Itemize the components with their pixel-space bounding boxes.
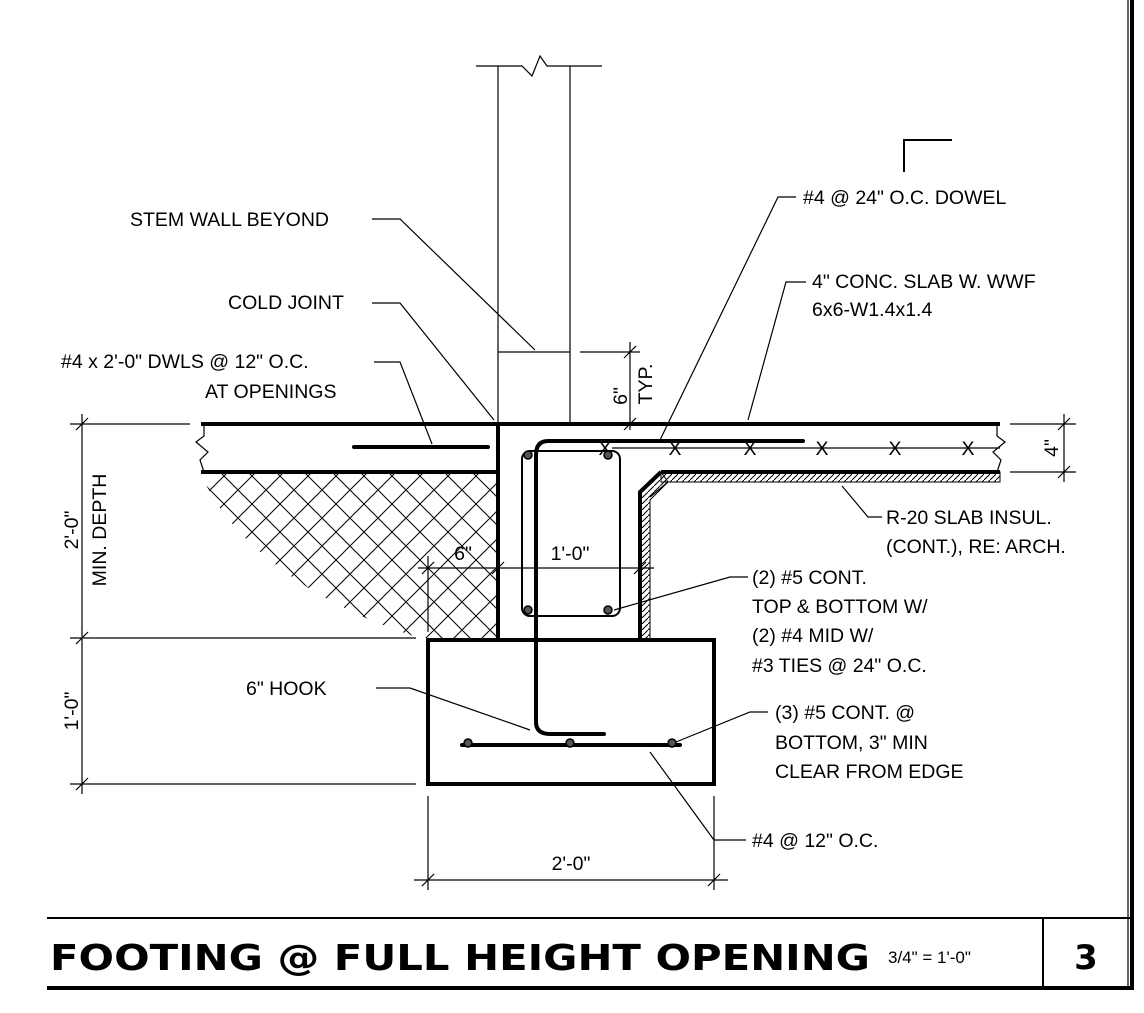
dim-typ: TYP. [635, 364, 657, 405]
callout-cont5-line2: TOP & BOTTOM W/ [752, 596, 928, 618]
dimensions [70, 342, 1076, 890]
wwf-mark: X [961, 438, 974, 460]
dim-typ-6: 6" [610, 387, 632, 405]
dim-grade-beam-1-0: 1'-0" [551, 543, 590, 565]
wwf-mark: X [743, 438, 756, 460]
dim-footing-width: 2'-0" [552, 853, 591, 875]
grade-beam-rebar [521, 439, 805, 736]
sheet-border [47, 0, 1134, 990]
concrete-slab: X X X X X X [195, 422, 1006, 474]
callout-bottom-line1: (3) #5 CONT. @ [775, 702, 915, 724]
dim-depth-2-0: 2'-0" [61, 511, 83, 550]
stem-wall-beyond [476, 54, 602, 422]
callout-slab-line1: 4" CONC. SLAB W. WWF [812, 271, 1036, 293]
dim-slab-4: 4" [1041, 439, 1063, 457]
dim-min-depth: MIN. DEPTH [89, 474, 111, 587]
wwf-mark: X [815, 438, 828, 460]
callout-cold-joint: COLD JOINT [228, 292, 344, 314]
callout-insul-line2: (CONT.), RE: ARCH. [886, 536, 1066, 558]
soil-hatch [201, 474, 496, 638]
section-mark [903, 139, 952, 172]
callout-cont5-line3: (2) #4 MID W/ [752, 625, 874, 647]
dim-offset-6: 6" [454, 543, 472, 565]
callout-bottom-line3: CLEAR FROM EDGE [775, 761, 964, 783]
detail-number: 3 [1074, 938, 1098, 978]
callout-stem-wall: STEM WALL BEYOND [130, 209, 329, 231]
callout-insul-line1: R-20 SLAB INSUL. [886, 507, 1052, 529]
callout-bars-12: #4 @ 12" O.C. [752, 830, 878, 852]
dim-footing-1-0: 1'-0" [61, 692, 83, 731]
callout-dowels-line2: AT OPENINGS [205, 381, 336, 403]
callout-bottom-line2: BOTTOM, 3" MIN [775, 732, 928, 754]
callout-dowel-24: #4 @ 24" O.C. DOWEL [803, 187, 1007, 209]
callout-slab-line2: 6x6-W1.4x1.4 [812, 299, 932, 321]
callout-dowels-line1: #4 x 2'-0" DWLS @ 12" O.C. [61, 351, 309, 373]
grade-beam [496, 424, 1001, 641]
callout-hook: 6" HOOK [246, 678, 327, 700]
detail-title: FOOTING @ FULL HEIGHT OPENING [50, 938, 870, 979]
footing [426, 638, 716, 786]
callout-cont5-line4: #3 TIES @ 24" O.C. [752, 655, 927, 677]
detail-scale: 3/4" = 1'-0" [888, 948, 971, 967]
callout-cont5-line1: (2) #5 CONT. [752, 567, 867, 589]
wwf-mark: X [888, 438, 901, 460]
wwf-mark: X [668, 438, 681, 460]
leaders [372, 196, 882, 841]
